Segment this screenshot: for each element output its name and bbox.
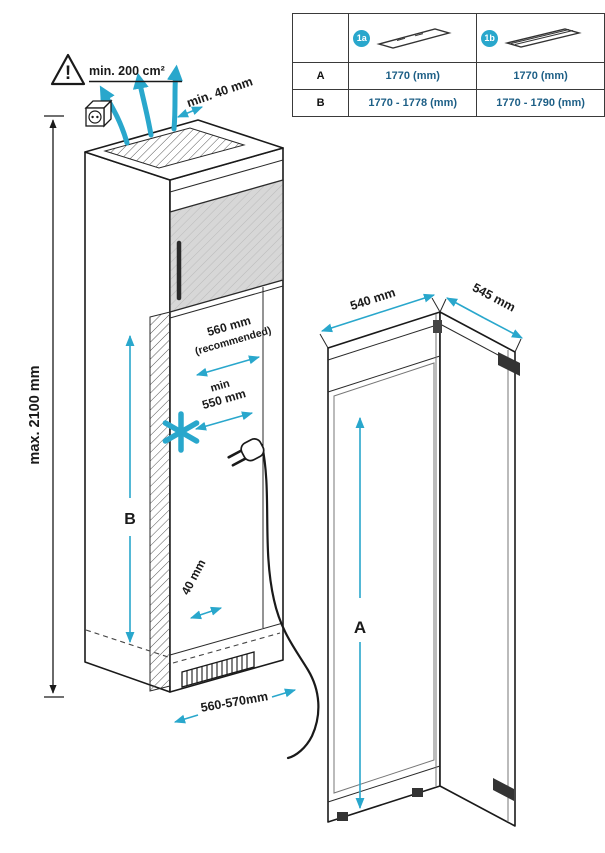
row-label-B: B bbox=[291, 89, 350, 117]
table-corner-cell bbox=[291, 13, 350, 63]
bottom-hinge bbox=[493, 778, 514, 801]
value-B-1b: 1770 - 1790 (mm) bbox=[476, 89, 605, 117]
appliance-drawing bbox=[327, 311, 520, 827]
table-variant-1a-header: 1a bbox=[348, 13, 478, 63]
upper-panel bbox=[169, 179, 284, 313]
ventilation-area-label: min. 200 cm² bbox=[89, 64, 165, 78]
warning-triangle-icon bbox=[50, 53, 86, 86]
freezer-asterisk-icon bbox=[162, 411, 200, 453]
power-plug-icon bbox=[227, 438, 265, 467]
max-height-dimension: max. 2100 mm bbox=[27, 115, 64, 698]
table-variant-1b-header: 1b bbox=[476, 13, 605, 63]
door-inner-line bbox=[333, 362, 435, 794]
warning-mark: ! bbox=[65, 63, 71, 84]
spec-table: 1a 1b bbox=[291, 13, 605, 117]
table-row: A 1770 (mm) 1770 (mm) bbox=[291, 62, 605, 90]
power-socket-icon bbox=[84, 99, 113, 128]
value-A-1a: 1770 (mm) bbox=[348, 62, 478, 90]
top-hinge bbox=[498, 352, 520, 376]
row-label-A: A bbox=[291, 62, 350, 90]
bottom-vent-grille bbox=[181, 651, 255, 688]
appliance-height-label: A bbox=[354, 618, 366, 637]
niche-width-label: 560-570mm bbox=[200, 689, 270, 715]
depth-min-word: min bbox=[209, 378, 231, 395]
niche-side-wall-section bbox=[149, 311, 171, 692]
appliance-depth-label: 545 mm bbox=[470, 280, 518, 314]
table-row: B 1770 - 1778 (mm) 1770 - 1790 (mm) bbox=[291, 89, 605, 117]
appliance-height-dimension: A bbox=[354, 416, 366, 810]
top-clearance-label: min. 40 mm bbox=[185, 74, 255, 110]
front-foot bbox=[337, 812, 348, 821]
mounting-rail-1a-icon bbox=[376, 28, 452, 49]
variant-1b-badge: 1b bbox=[481, 29, 499, 47]
appliance-front-face bbox=[327, 311, 441, 823]
niche-height-label: B bbox=[124, 511, 136, 528]
niche-cabinet-drawing bbox=[84, 119, 284, 693]
appliance-side-face bbox=[439, 311, 516, 827]
variant-1a-badge: 1a bbox=[353, 29, 371, 47]
niche-width-dimension: 560-570mm bbox=[173, 688, 297, 724]
airflow-arrows-icon bbox=[99, 64, 183, 146]
value-A-1b: 1770 (mm) bbox=[476, 62, 605, 90]
top-clearance-dimension: min. 40 mm bbox=[176, 74, 255, 118]
max-height-label: max. 2100 mm bbox=[27, 365, 43, 464]
ventilation-warning: ! min. 200 cm² bbox=[50, 53, 182, 86]
top-vent-slot bbox=[103, 127, 246, 169]
right-foot bbox=[412, 788, 423, 797]
value-B-1a: 1770 - 1778 (mm) bbox=[348, 89, 478, 117]
mounting-rail-1b-icon bbox=[504, 28, 582, 48]
power-cord bbox=[260, 443, 320, 760]
niche-height-dimension: B bbox=[124, 334, 136, 644]
top-door-bracket bbox=[433, 320, 442, 333]
